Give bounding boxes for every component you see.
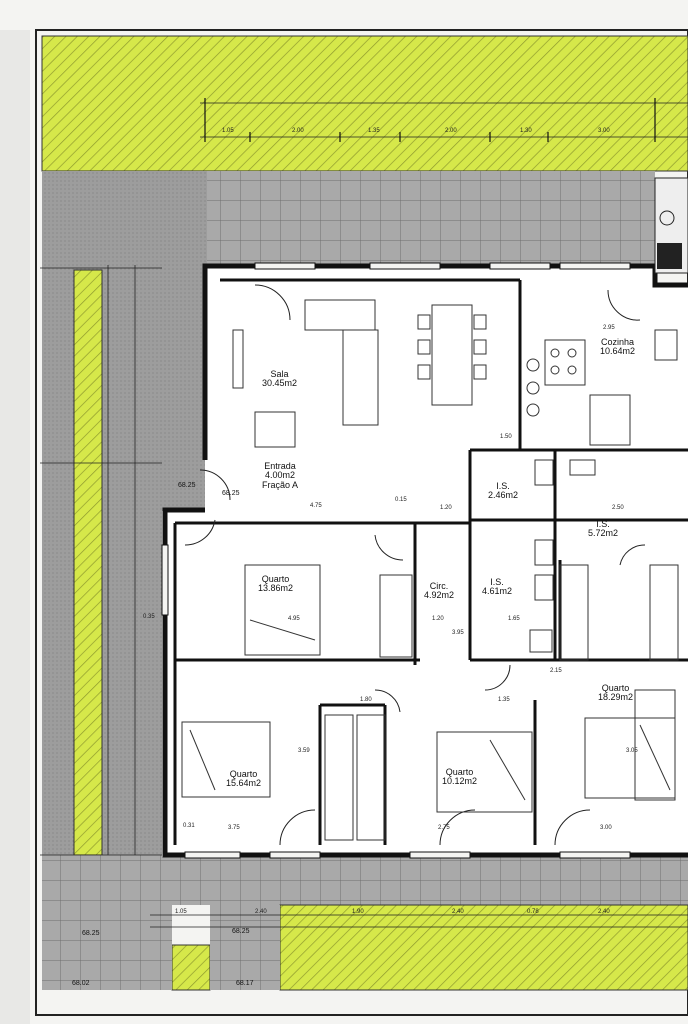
dim-bottom-1: 2.40 bbox=[255, 909, 267, 915]
doors bbox=[184, 284, 646, 846]
room-name: I.S. bbox=[490, 577, 504, 587]
dim-interior-16: 3.95 bbox=[452, 630, 464, 636]
level-marker-3: 68.25 bbox=[232, 928, 250, 935]
dim-interior-5: 1.65 bbox=[508, 616, 520, 622]
room-name: Cozinha bbox=[601, 337, 635, 347]
dim-bottom-2: 1.90 bbox=[352, 909, 364, 915]
dim-bottom-0: 1.05 bbox=[175, 909, 187, 915]
room-label-sala: Sala 30.45m2 bbox=[262, 369, 298, 389]
dim-interior-13: 1.50 bbox=[500, 434, 512, 440]
dim-interior-11: 3.00 bbox=[600, 825, 612, 831]
room-name: Quarto bbox=[601, 683, 630, 693]
dim-interior-9: 3.75 bbox=[228, 825, 240, 831]
room-label-circ: Circ. 4.92m2 bbox=[424, 581, 455, 601]
garden-top bbox=[41, 35, 688, 172]
dim-interior-6: 2.15 bbox=[550, 668, 562, 674]
room-label-quarto-1: Quarto 13.86m2 bbox=[258, 574, 294, 594]
dim-interior-8: 1.80 bbox=[360, 697, 372, 703]
room-area: 10.64m2 bbox=[600, 346, 636, 357]
room-area: 4.92m2 bbox=[424, 590, 455, 601]
dim-interior-14: 3.05 bbox=[626, 748, 638, 754]
room-area: 30.45m2 bbox=[262, 378, 298, 389]
fraction-label: Fração A bbox=[262, 479, 299, 490]
dim-interior-19: 0.31 bbox=[183, 823, 195, 829]
dim-interior-4: 1.20 bbox=[432, 616, 444, 622]
dim-bottom-3: 2.40 bbox=[452, 909, 464, 915]
dimension-lines bbox=[40, 102, 688, 928]
room-label-is-3: I.S. 4.61m2 bbox=[482, 577, 513, 597]
room-area: 18.29m2 bbox=[598, 692, 634, 703]
room-label-cozinha: Cozinha 10.64m2 bbox=[600, 337, 636, 357]
windows bbox=[161, 262, 631, 859]
dim-top-3: 2.00 bbox=[445, 128, 457, 134]
room-label-is-1: I.S. 2.46m2 bbox=[488, 481, 519, 501]
dim-top-2: 1.35 bbox=[368, 128, 380, 134]
room-name: Quarto bbox=[229, 769, 258, 779]
lot-boundary bbox=[35, 29, 688, 1016]
dim-interior-2: 4.75 bbox=[310, 503, 322, 509]
garden-left bbox=[73, 269, 103, 856]
room-area: 2.46m2 bbox=[488, 490, 519, 501]
room-area: 15.64m2 bbox=[226, 778, 262, 789]
level-marker-2: 68.25 bbox=[82, 930, 100, 937]
room-name: Sala bbox=[270, 369, 289, 379]
dim-interior-18: 0.35 bbox=[143, 614, 155, 620]
dim-top-1: 2.00 bbox=[292, 128, 304, 134]
dim-interior-12: 2.50 bbox=[612, 505, 624, 511]
dim-bottom-5: 2.40 bbox=[598, 909, 610, 915]
terrace-bottom bbox=[42, 855, 688, 905]
level-marker-1: 68.25 bbox=[222, 490, 240, 497]
room-name: I.S. bbox=[496, 481, 510, 491]
room-name: I.S. bbox=[596, 519, 610, 529]
furniture bbox=[232, 299, 679, 841]
dim-interior-0: 2.95 bbox=[603, 325, 615, 331]
room-name: Quarto bbox=[261, 574, 290, 584]
dim-interior-15: 3.59 bbox=[298, 748, 310, 754]
room-label-quarto-4: Quarto 18.29m2 bbox=[598, 683, 634, 703]
room-name: Entrada bbox=[264, 461, 296, 471]
garden-bottom bbox=[279, 904, 688, 991]
room-label-is-2: I.S. 5.72m2 bbox=[588, 519, 619, 539]
dim-interior-10: 2.75 bbox=[438, 825, 450, 831]
room-name: Quarto bbox=[445, 767, 474, 777]
dim-top-5: 3.00 bbox=[598, 128, 610, 134]
building bbox=[162, 266, 688, 857]
room-label-quarto-3: Quarto 10.12m2 bbox=[442, 767, 478, 787]
room-area: 4.61m2 bbox=[482, 586, 513, 597]
room-area: 13.86m2 bbox=[258, 583, 294, 594]
dim-interior-7: 1.35 bbox=[498, 697, 510, 703]
dim-interior-3: 4.95 bbox=[288, 616, 300, 622]
dimension-ticks bbox=[204, 98, 656, 142]
room-area: 10.12m2 bbox=[442, 776, 478, 787]
dim-top-0: 1.05 bbox=[222, 128, 234, 134]
level-marker-0: 68.25 bbox=[178, 482, 196, 489]
room-area: 5.72m2 bbox=[588, 528, 619, 539]
dim-interior-17: 0.15 bbox=[395, 497, 407, 503]
beds bbox=[181, 564, 676, 813]
terrace-top bbox=[205, 171, 655, 266]
dim-top-4: 1.30 bbox=[520, 128, 532, 134]
room-area: 4.00m2 bbox=[265, 470, 296, 481]
room-label-entrada: Entrada 4.00m2 Fração A bbox=[262, 461, 299, 490]
room-name: Circ. bbox=[429, 581, 449, 591]
level-marker-4: 68.02 bbox=[72, 980, 90, 987]
room-label-quarto-2: Quarto 15.64m2 bbox=[226, 769, 262, 789]
dim-bottom-4: 0.78 bbox=[527, 909, 539, 915]
dim-interior-1: 1.20 bbox=[440, 505, 452, 511]
level-marker-5: 68.17 bbox=[236, 980, 254, 987]
